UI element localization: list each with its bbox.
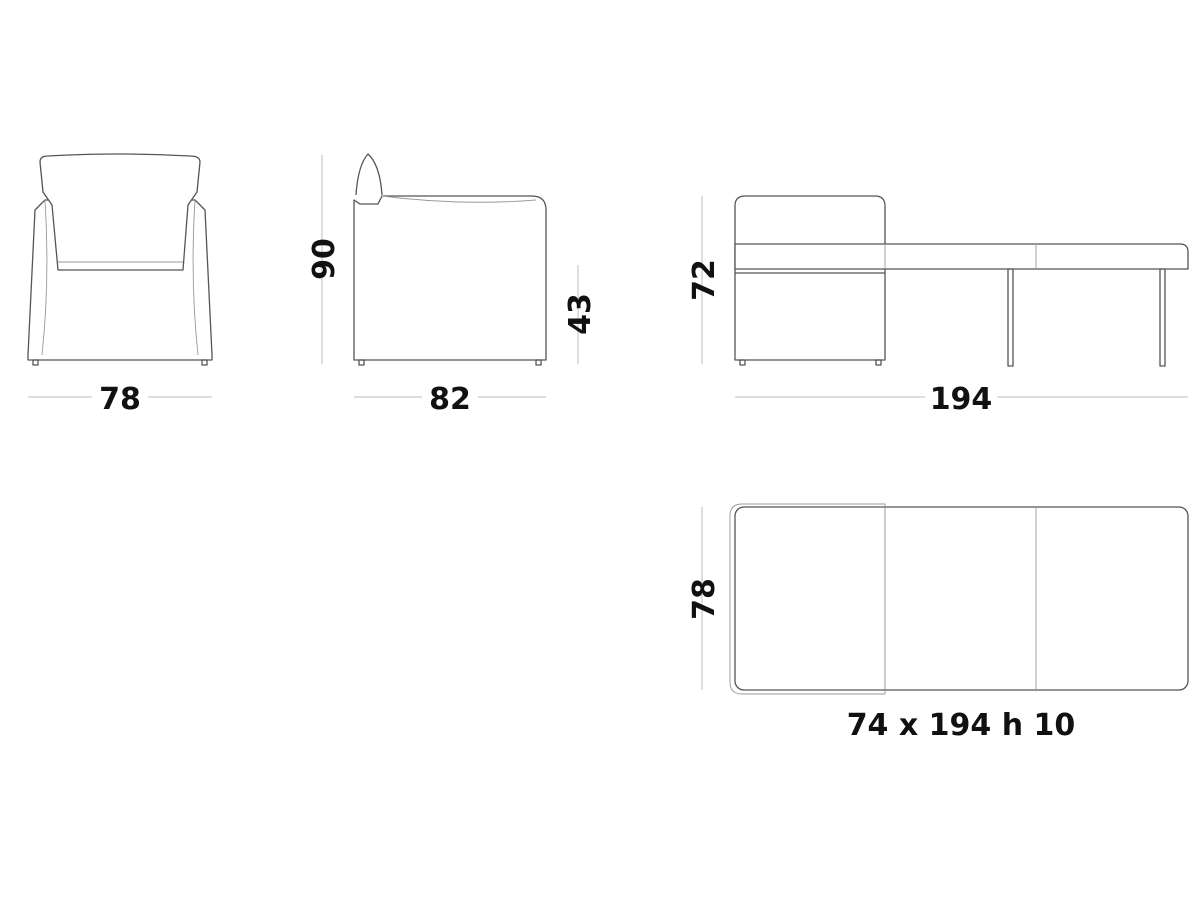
bed-leg-end: [1159, 268, 1166, 367]
side-height-label: 90: [307, 238, 342, 280]
front-width-label: 78: [99, 382, 141, 417]
front-view-leg-left: [32, 359, 39, 366]
bed-length-label: 194: [930, 382, 993, 417]
bed-frame: [734, 195, 886, 361]
front-view-leg-right: [201, 359, 208, 366]
front-view: 78: [27, 153, 213, 417]
seat-height-label: 43: [563, 293, 598, 335]
front-view-body: [27, 199, 213, 361]
side-view-arm-inner: [381, 195, 537, 203]
top-view-mattress: [734, 506, 1189, 691]
side-view-backrest-tip: [355, 153, 383, 196]
mattress-size-label: 74 x 194 h 10: [847, 708, 1076, 743]
front-view-fold-right: [192, 199, 199, 356]
side-view-body: [353, 195, 547, 361]
side-depth-label: 82: [429, 382, 471, 417]
bed-top-view: 78 74 x 194 h 10: [687, 503, 1189, 743]
side-view-leg-back: [535, 359, 542, 366]
side-view-leg-front: [358, 359, 365, 366]
side-view: 90 43 82: [307, 153, 598, 417]
top-view-frame: [729, 503, 886, 695]
top-width-label: 78: [687, 578, 722, 620]
bed-frame-leg-right: [875, 359, 882, 366]
bed-side-view: 72 194: [687, 195, 1189, 417]
front-view-backrest: [39, 153, 201, 271]
bed-height-label: 72: [687, 259, 722, 301]
bed-leg-middle: [1007, 268, 1014, 367]
front-view-fold-left: [41, 199, 48, 356]
bed-frame-leg-left: [739, 359, 746, 366]
bed-mattress: [734, 243, 1189, 270]
